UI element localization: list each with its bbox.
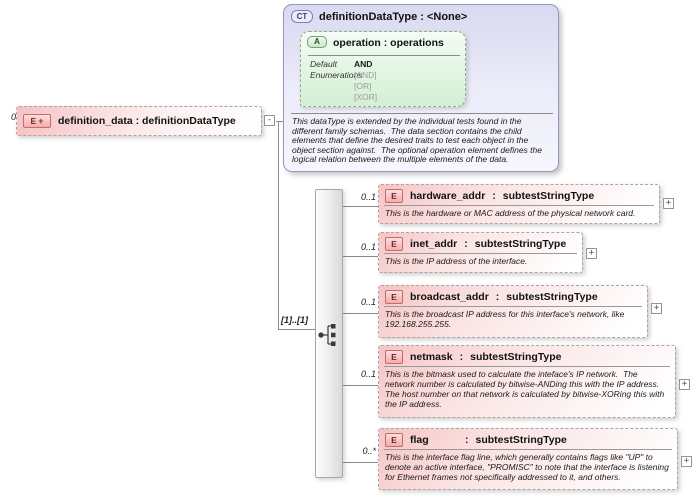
netmask-cardinality: 0..1 [360, 369, 376, 379]
element-icon: E+ [23, 114, 51, 128]
element-colon: : [459, 351, 464, 363]
element-description: This is the IP address of the interface. [385, 256, 528, 266]
element-type: subtestStringType [506, 291, 598, 303]
flag-cardinality: 0..* [362, 446, 376, 456]
element-name: netmask [410, 351, 453, 363]
attribute-separator [308, 55, 460, 56]
element-icon: E [385, 350, 403, 364]
collapse-toggle-icon[interactable]: - [264, 115, 275, 126]
element-colon: : [465, 434, 469, 446]
element-colon: : [492, 190, 496, 202]
attribute-operation[interactable]: A operation : operations Default AND Enu… [300, 31, 466, 107]
element-hardware-addr[interactable]: E hardware_addr : subtestStringType This… [378, 184, 660, 224]
complextype-separator [291, 113, 553, 114]
connector-netmask [343, 385, 378, 386]
sequence-cardinality: [1]..[1] [281, 315, 308, 325]
connector-vertical-drop [278, 121, 279, 330]
element-definition-data[interactable]: E+ definition_data : definitionDataType [16, 106, 262, 136]
element-separator [384, 366, 670, 367]
element-type: subtestStringType [474, 238, 567, 250]
expand-toggle-icon[interactable]: + [679, 379, 690, 390]
element-name: flag [410, 434, 429, 446]
complextype-title: definitionDataType : <None> [319, 11, 468, 23]
expand-toggle-icon[interactable]: + [663, 198, 674, 209]
broadcast-addr-cardinality: 0..1 [360, 297, 376, 307]
element-description: This is the broadcast IP address for thi… [385, 309, 627, 329]
expand-toggle-icon[interactable]: + [681, 456, 692, 467]
complextype-description: This dataType is extended by the individ… [292, 116, 545, 165]
expand-toggle-icon[interactable]: + [586, 248, 597, 259]
complextype-definitionDataType[interactable]: CT definitionDataType : <None> A operati… [283, 4, 559, 172]
expand-toggle-icon[interactable]: + [651, 303, 662, 314]
element-flag[interactable]: E flag : subtestStringType This is the i… [378, 428, 678, 490]
element-inet-addr[interactable]: E inet_addr : subtestStringType This is … [378, 232, 583, 273]
element-separator [384, 253, 577, 254]
element-separator [384, 205, 654, 206]
element-separator [384, 449, 672, 450]
element-name: hardware_addr [410, 190, 486, 202]
inet-addr-cardinality: 0..1 [360, 242, 376, 252]
has-children-plus-icon: + [38, 116, 44, 126]
connector-to-sequence [278, 329, 315, 330]
element-description: This is the bitmask used to calculate th… [385, 369, 667, 409]
element-netmask[interactable]: E netmask : subtestStringType This is th… [378, 345, 676, 418]
element-type: subtestStringType [475, 434, 567, 446]
attribute-enum-value: [XOR] [354, 92, 378, 102]
root-element-label: definition_data : definitionDataType [58, 115, 236, 127]
element-name: broadcast_addr [410, 291, 489, 303]
attribute-icon: A [307, 36, 327, 48]
connector-inet-addr [343, 256, 378, 257]
sequence-icon [318, 324, 336, 346]
connector-root-to-type [276, 121, 283, 122]
element-colon: : [495, 291, 500, 303]
element-icon: E [385, 237, 403, 251]
element-colon: : [464, 238, 468, 250]
connector-flag [343, 462, 378, 463]
connector-hardware-addr [343, 206, 378, 207]
hardware-addr-cardinality: 0..1 [360, 192, 376, 202]
connector-broadcast-addr [343, 313, 378, 314]
element-broadcast-addr[interactable]: E broadcast_addr : subtestStringType Thi… [378, 285, 648, 338]
element-description: This is the hardware or MAC address of t… [385, 208, 636, 218]
attribute-enum-value: [OR] [354, 81, 372, 91]
attribute-enum-value: [AND] [354, 70, 377, 80]
element-icon: E [385, 290, 403, 304]
element-name: inet_addr [410, 238, 458, 250]
attribute-enumerations-label: Enumerations [310, 70, 363, 80]
element-icon: E [385, 189, 403, 203]
element-icon: E [385, 433, 403, 447]
attribute-default-label: Default [310, 59, 337, 69]
element-type: subtestStringType [470, 351, 562, 363]
attribute-default-value: AND [354, 59, 373, 69]
attribute-title: operation : operations [333, 37, 444, 49]
element-type: subtestStringType [502, 190, 595, 202]
complextype-icon: CT [291, 10, 313, 23]
element-description: This is the interface flag line, which g… [385, 452, 672, 482]
element-separator [384, 306, 642, 307]
